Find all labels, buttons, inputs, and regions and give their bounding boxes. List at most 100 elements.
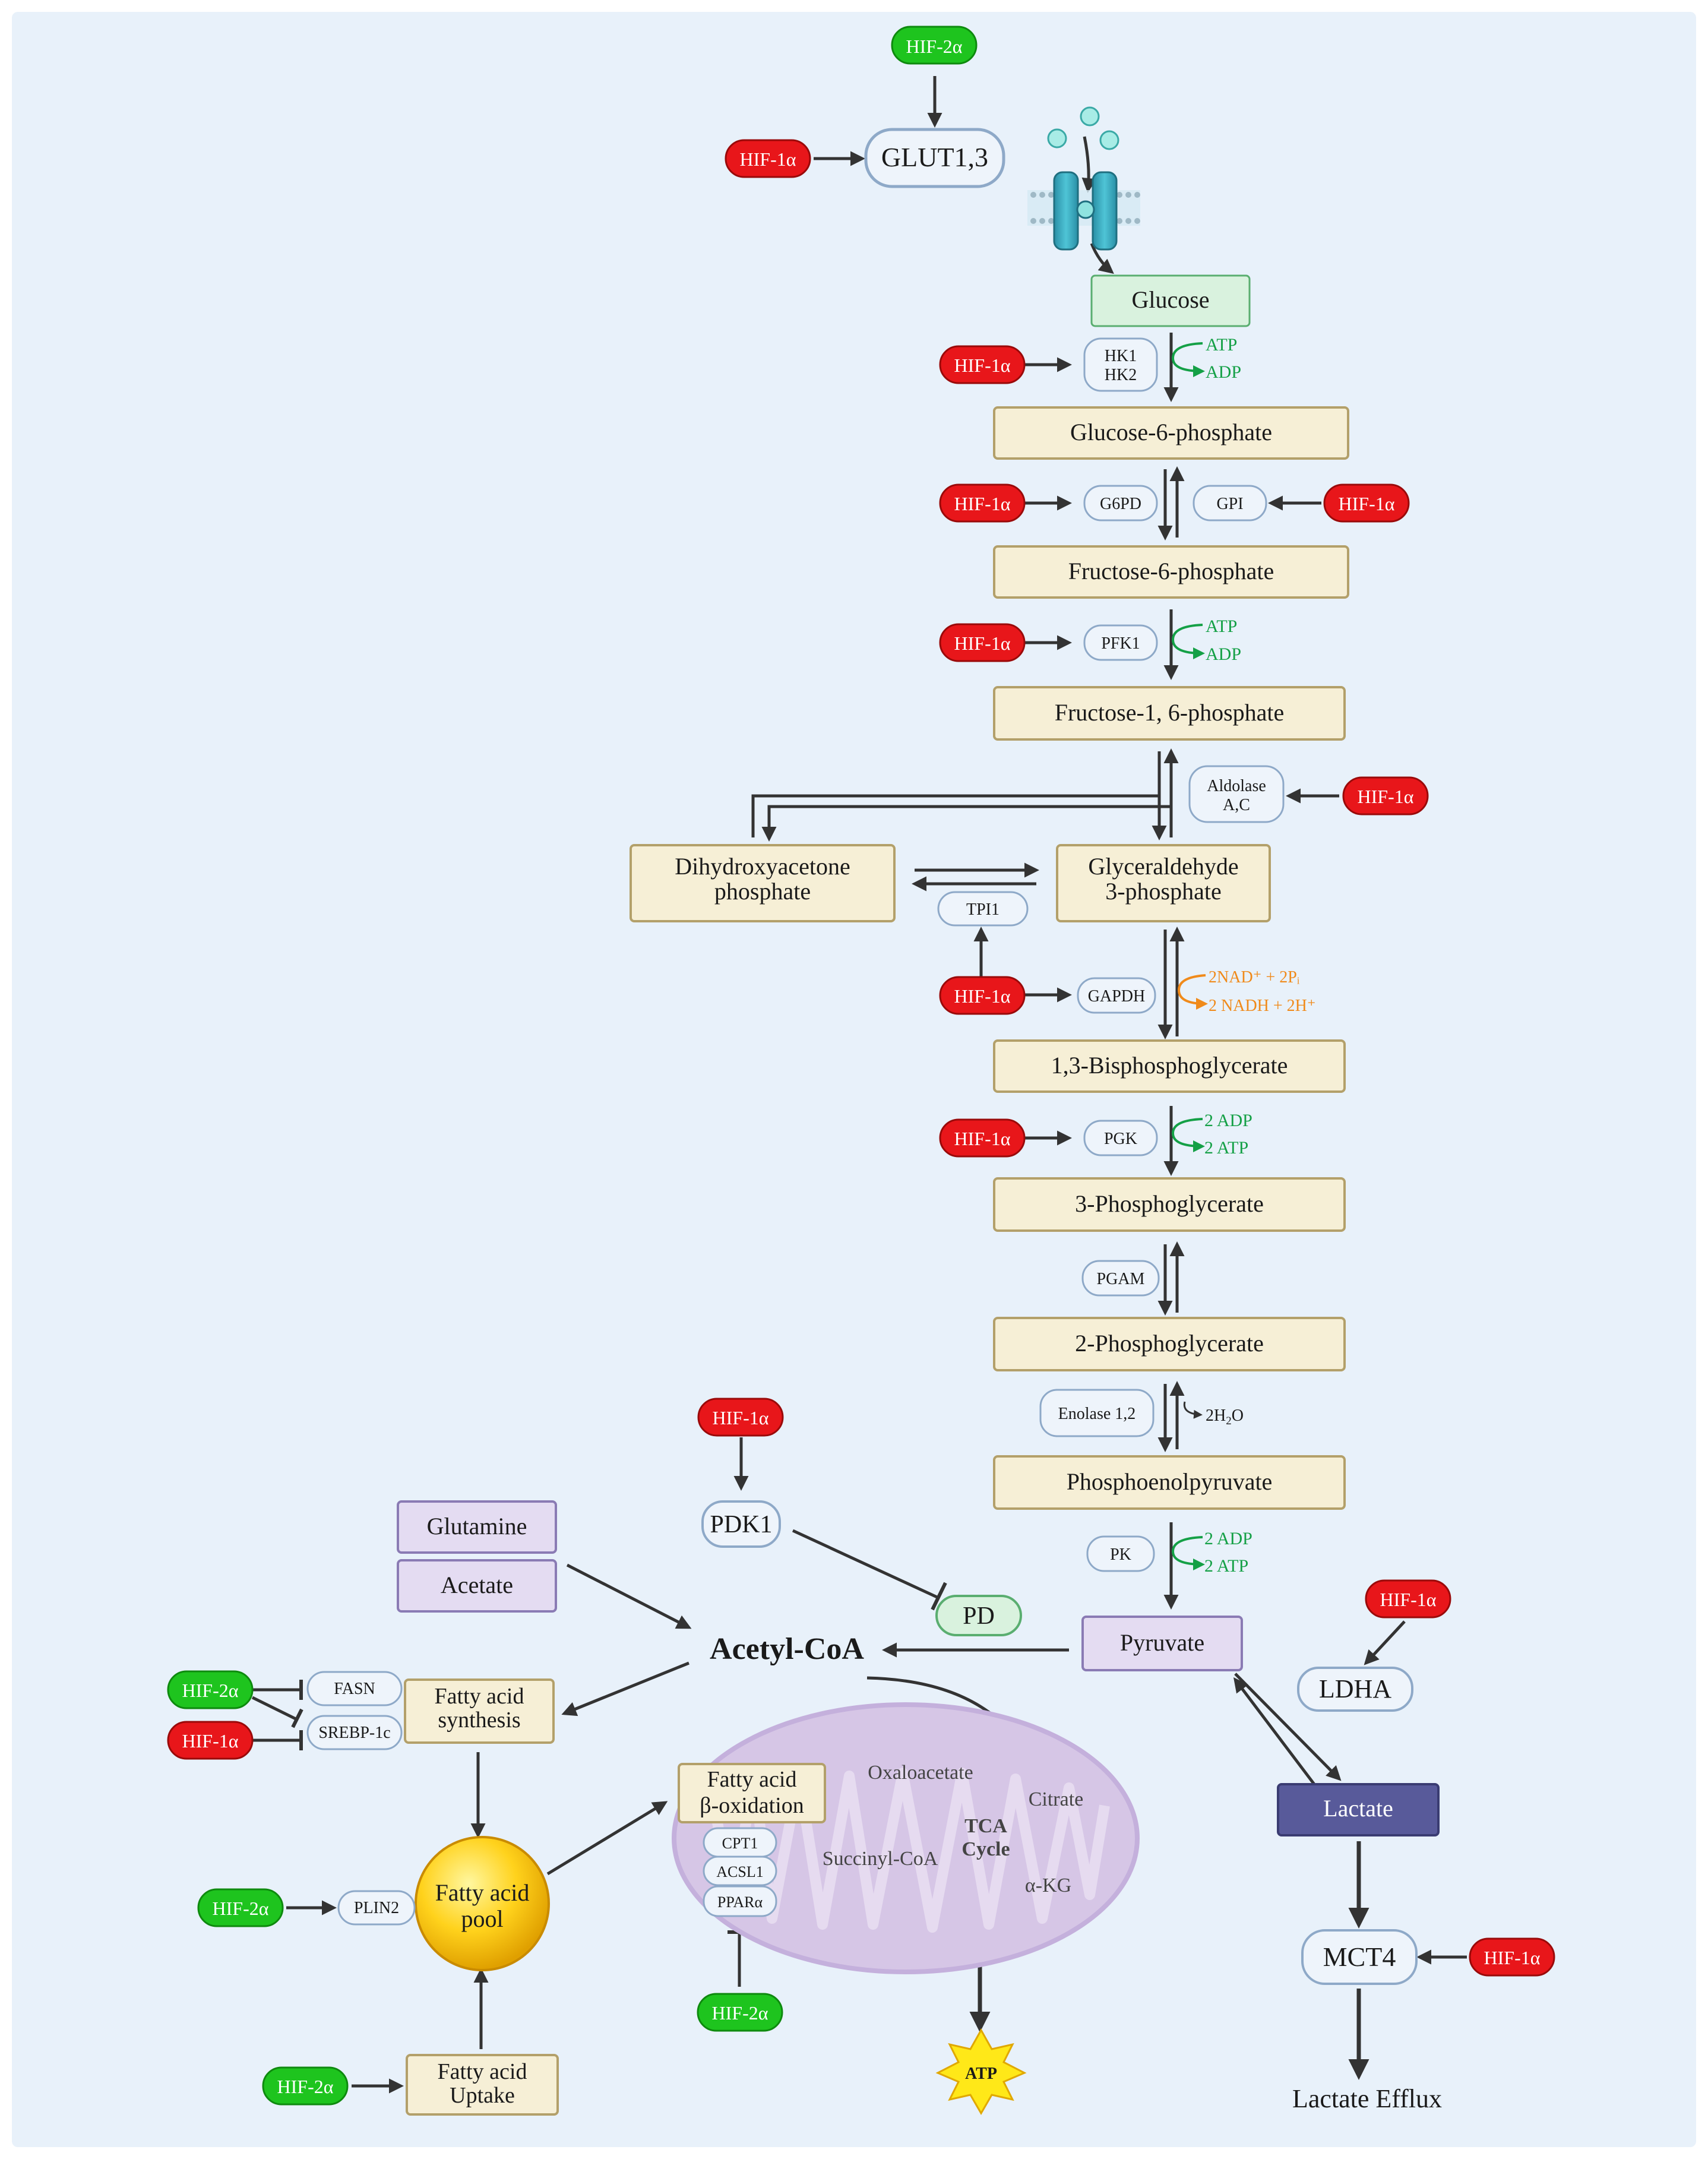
glucose-6-phosphate-node: Glucose-6-phosphate [993, 406, 1349, 460]
svg-text:PFK1: PFK1 [1101, 634, 1140, 653]
fatty-acid-synthesis-node: Fatty acid synthesis [404, 1678, 555, 1744]
tca-cycle: Oxaloacetate Citrate Succinyl-CoA α-KG T… [823, 1762, 1084, 1896]
glut13-transporter: GLUT1,3 [864, 128, 1005, 188]
pgk-enzyme: PGK [1083, 1120, 1158, 1156]
glutamine-node: Glutamine [397, 1500, 557, 1554]
svg-text:Oxaloacetate: Oxaloacetate [868, 1762, 973, 1784]
svg-text:2H2O: 2H2O [1206, 1406, 1244, 1427]
glyceraldehyde-3-phosphate-node: Glyceraldehyde 3-phosphate [1056, 844, 1271, 922]
svg-text:HIF-1α: HIF-1α [1380, 1589, 1437, 1610]
enolase-enzyme: Enolase 1,2 [1039, 1389, 1155, 1437]
pk-enzyme: PK [1086, 1535, 1155, 1572]
svg-text:Fructose-6-phosphate: Fructose-6-phosphate [1068, 558, 1274, 584]
svg-text:HIF-1α: HIF-1α [954, 493, 1011, 514]
svg-text:Glyceraldehyde: Glyceraldehyde [1088, 853, 1238, 880]
svg-text:2 ATP: 2 ATP [1204, 1556, 1248, 1576]
svg-text:Lactate Efflux: Lactate Efflux [1292, 2084, 1442, 2113]
gapdh-enzyme: GAPDH [1077, 977, 1156, 1014]
hif1a-hk-regulator: HIF-1α [939, 345, 1026, 384]
svg-text:Acetate: Acetate [441, 1572, 513, 1598]
ppara-enzyme: PPARα [703, 1885, 777, 1917]
gpi-enzyme: GPI [1193, 485, 1267, 521]
atp-burst-icon: ATP [935, 2028, 1027, 2115]
phosphoenolpyruvate-node: Phosphoenolpyruvate [993, 1455, 1346, 1510]
svg-text:HIF-1α: HIF-1α [182, 1730, 239, 1752]
svg-text:2 NADH + 2H⁺: 2 NADH + 2H⁺ [1209, 997, 1316, 1015]
svg-text:Glutamine: Glutamine [427, 1513, 527, 1540]
svg-text:FASN: FASN [334, 1680, 375, 1698]
svg-text:HIF-1α: HIF-1α [1484, 1947, 1541, 1968]
svg-text:HIF-1α: HIF-1α [713, 1407, 769, 1428]
svg-text:Uptake: Uptake [450, 2083, 515, 2108]
acsl1-enzyme: ACSL1 [703, 1855, 777, 1886]
svg-text:phosphate: phosphate [714, 878, 811, 905]
svg-text:MCT4: MCT4 [1323, 1942, 1396, 1972]
ldha-enzyme: LDHA [1297, 1667, 1413, 1712]
svg-text:Fatty acid: Fatty acid [435, 1684, 524, 1709]
svg-text:2-Phosphoglycerate: 2-Phosphoglycerate [1075, 1330, 1264, 1357]
svg-text:TCA: TCA [964, 1815, 1007, 1837]
hif1a-ldha-regulator: HIF-1α [1365, 1579, 1451, 1619]
3-phosphoglycerate-node: 3-Phosphoglycerate [993, 1177, 1346, 1232]
svg-text:pool: pool [461, 1905, 503, 1932]
svg-text:PDK1: PDK1 [710, 1511, 772, 1538]
pfk1-energy-cofactors: ATP ADP [1171, 617, 1241, 664]
glucose-molecule-icon [1047, 106, 1119, 150]
svg-text:HIF-1α: HIF-1α [740, 148, 796, 170]
acetate-node: Acetate [397, 1559, 557, 1613]
svg-text:HIF-1α: HIF-1α [954, 633, 1011, 654]
svg-text:PLIN2: PLIN2 [354, 1899, 399, 1917]
fructose-16-phosphate-node: Fructose-1, 6-phosphate [993, 686, 1346, 741]
svg-text:Phosphoenolpyruvate: Phosphoenolpyruvate [1067, 1468, 1273, 1495]
svg-text:1,3-Bisphosphoglycerate: 1,3-Bisphosphoglycerate [1051, 1052, 1288, 1079]
svg-text:Fatty acid: Fatty acid [707, 1767, 797, 1792]
svg-text:Pyruvate: Pyruvate [1120, 1629, 1204, 1656]
glucose-node: Glucose [1090, 274, 1251, 327]
hif2a-fasn-regulator: HIF-2α [167, 1670, 254, 1709]
svg-text:Dihydroxyacetone: Dihydroxyacetone [675, 853, 850, 880]
svg-text:2 ADP: 2 ADP [1204, 1111, 1252, 1130]
svg-text:TPI1: TPI1 [966, 900, 1000, 919]
pk-energy-cofactors: 2 ADP 2 ATP [1171, 1529, 1252, 1576]
svg-text:LDHA: LDHA [1319, 1674, 1391, 1703]
svg-text:HIF-1α: HIF-1α [954, 355, 1011, 376]
aldolase-enzyme: Aldolase A,C [1188, 765, 1285, 823]
dihydroxyacetone-phosphate-node: Dihydroxyacetone phosphate [630, 844, 896, 922]
pdk1-enzyme: PDK1 [701, 1500, 781, 1548]
2-phosphoglycerate-node: 2-Phosphoglycerate [993, 1317, 1346, 1371]
pgam-enzyme: PGAM [1081, 1260, 1160, 1297]
hif1a-g6pd-regulator: HIF-1α [939, 483, 1026, 523]
gapdh-nad-cofactors: 2NAD⁺ + 2Pᵢ 2 NADH + 2H⁺ [1177, 968, 1316, 1015]
plin2-protein: PLIN2 [337, 1890, 416, 1926]
svg-text:HIF-1α: HIF-1α [954, 985, 1011, 1007]
pgk-energy-cofactors: 2 ADP 2 ATP [1171, 1111, 1252, 1158]
hk-enzyme: HK1 HK2 [1083, 337, 1158, 392]
hif1a-pgk-regulator: HIF-1α [939, 1118, 1026, 1158]
svg-text:ADP: ADP [1206, 644, 1241, 664]
svg-text:Glucose-6-phosphate: Glucose-6-phosphate [1070, 419, 1272, 445]
fatty-acid-beta-oxidation-node: Fatty acid β-oxidation [678, 1763, 826, 1823]
svg-text:ADP: ADP [1206, 362, 1241, 382]
hif1a-mct4-regulator: HIF-1α [1469, 1937, 1555, 1977]
svg-text:HIF-1α: HIF-1α [1358, 786, 1414, 807]
svg-text:PD: PD [963, 1602, 995, 1630]
svg-text:synthesis: synthesis [438, 1708, 520, 1733]
svg-text:HK1: HK1 [1105, 347, 1137, 365]
svg-text:PK: PK [1110, 1545, 1131, 1564]
svg-text:PPARα: PPARα [717, 1894, 763, 1911]
svg-text:G6PD: G6PD [1100, 495, 1141, 513]
svg-text:SREBP-1c: SREBP-1c [318, 1724, 390, 1742]
fasn-enzyme: FASN [306, 1671, 403, 1706]
hif2a-uptake-regulator: HIF-2α [262, 2066, 349, 2106]
svg-text:GLUT1,3: GLUT1,3 [881, 142, 988, 172]
svg-text:HIF-2α: HIF-2α [213, 1898, 269, 1919]
svg-text:HK2: HK2 [1105, 366, 1137, 384]
svg-text:HIF-1α: HIF-1α [1339, 493, 1395, 514]
svg-text:ATP: ATP [1206, 617, 1237, 636]
g6pd-enzyme: G6PD [1083, 485, 1158, 521]
13-bisphosphoglycerate-node: 1,3-Bisphosphoglycerate [993, 1039, 1346, 1093]
svg-text:GAPDH: GAPDH [1088, 987, 1145, 1006]
hif1a-aldolase-regulator: HIF-1α [1342, 776, 1429, 815]
enolase-water-cofactor: 2H2O [1183, 1401, 1244, 1427]
svg-text:Acetyl-CoA: Acetyl-CoA [710, 1632, 864, 1666]
